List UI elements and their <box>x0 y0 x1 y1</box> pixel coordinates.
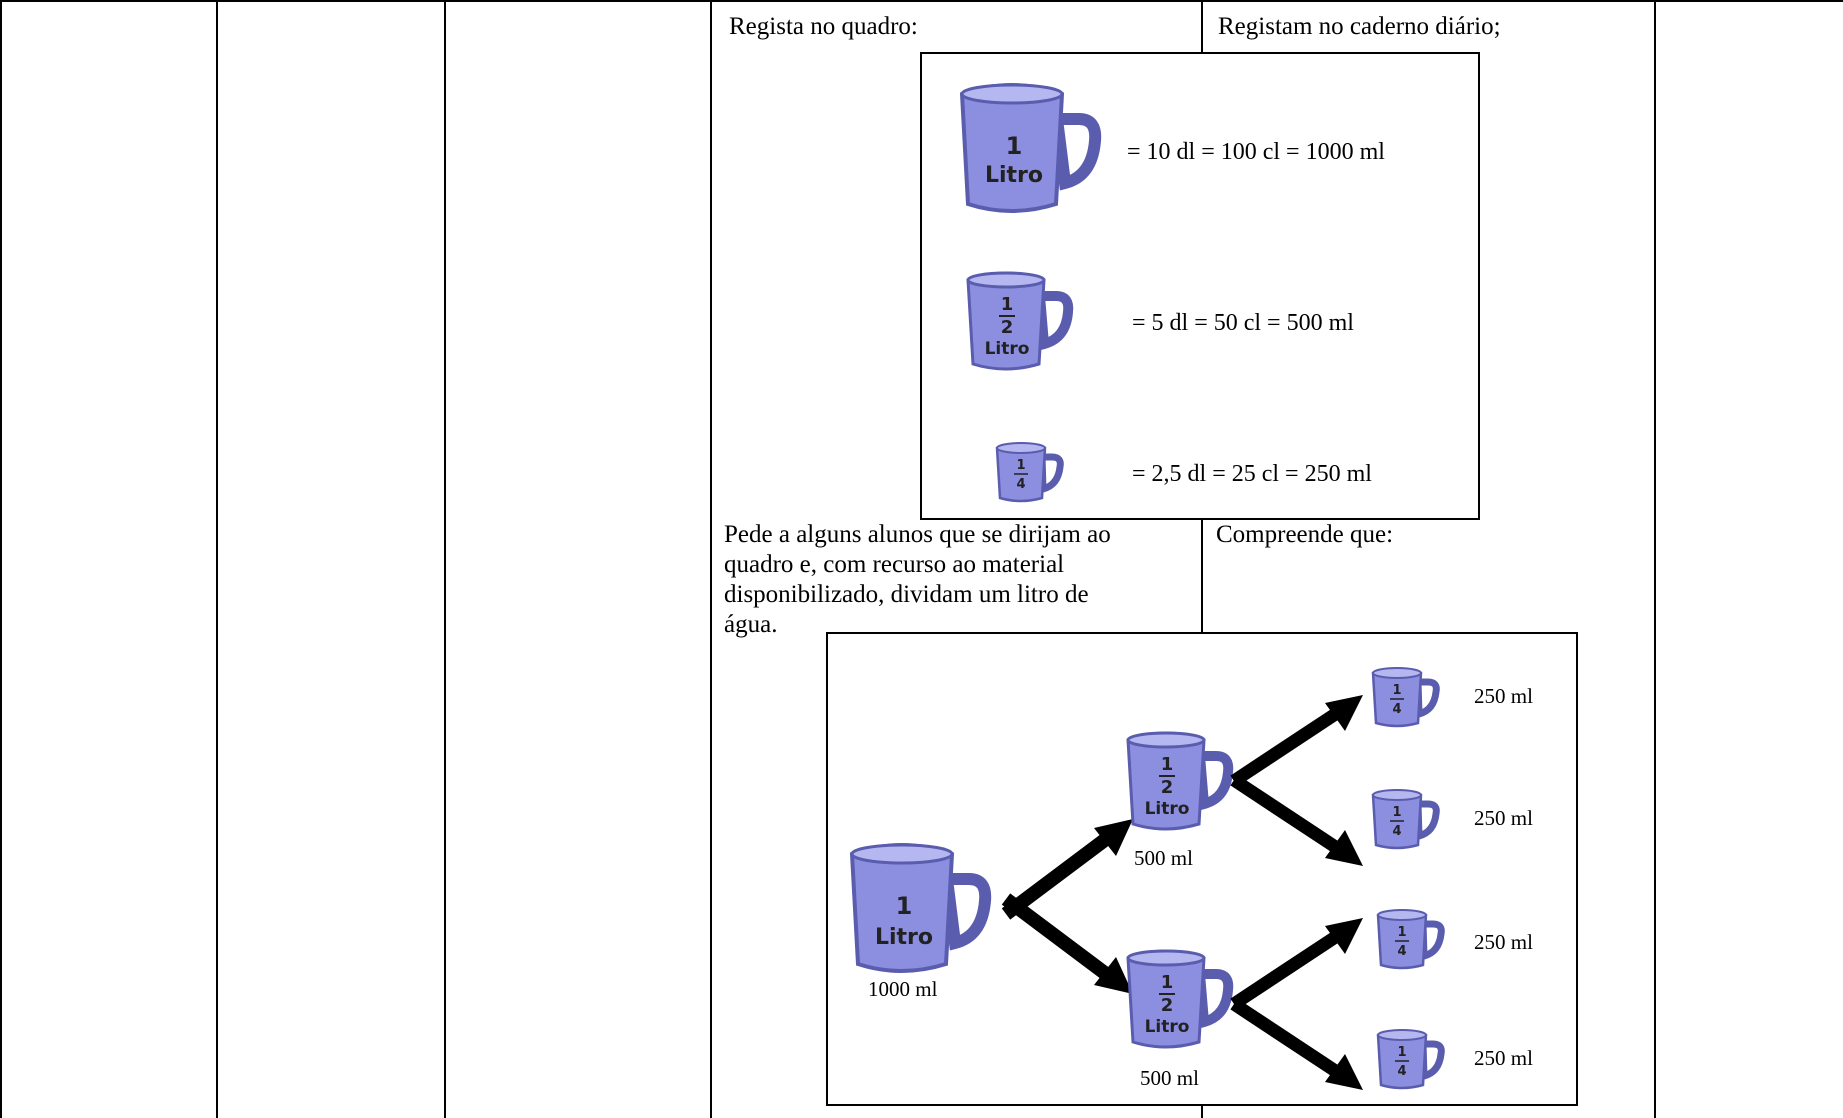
root-jug-1-litro-icon: 1 Litro <box>849 843 992 973</box>
root-jug-unit: Litro <box>875 925 933 950</box>
q1-den: 4 <box>1392 702 1401 717</box>
quarter-jug-3-icon: 1 4 <box>1376 909 1445 970</box>
bottom-half-unit: Litro <box>1145 1017 1190 1037</box>
equivalence-1-litro: = 10 dl = 100 cl = 1000 ml <box>1127 139 1385 165</box>
arrow-top-to-q2-icon <box>1230 774 1363 866</box>
equivalence-figure: 1 Litro = 10 dl = 100 cl = 1000 ml 1 2 L… <box>920 52 1480 520</box>
table-col-divider-4b <box>1201 520 1203 632</box>
q4-num: 1 <box>1397 1045 1406 1060</box>
q4-den: 4 <box>1397 1064 1406 1079</box>
q1-num: 1 <box>1392 683 1401 698</box>
jug-1-unit: Litro <box>985 163 1043 188</box>
arrow-root-to-bottom-icon <box>1001 893 1133 994</box>
quarter-label-1: 250 ml <box>1474 684 1533 708</box>
teacher-action-2-line-4: água. <box>724 611 778 638</box>
equivalence-quarter-litro: = 2,5 dl = 25 cl = 250 ml <box>1132 461 1372 487</box>
teacher-action-2: Pede a alguns alunos que se dirijam ao q… <box>724 520 1204 640</box>
bottom-half-den: 2 <box>1161 995 1174 1016</box>
top-half-num: 1 <box>1161 754 1174 775</box>
bottom-half-jug-icon: 1 2 Litro <box>1126 949 1234 1049</box>
teacher-action-2-line-3: disponibilizado, dividam um litro de <box>724 581 1089 608</box>
top-half-label: 500 ml <box>1134 846 1193 870</box>
jug-quarter-num: 1 <box>1016 458 1025 473</box>
quarter-jug-4-icon: 1 4 <box>1376 1029 1445 1090</box>
bottom-half-num: 1 <box>1161 972 1174 993</box>
jug-1-litro-icon: 1 Litro <box>959 83 1102 213</box>
table-border-top <box>0 0 1843 2</box>
q2-num: 1 <box>1392 805 1401 820</box>
table-col-divider-4c <box>1201 1104 1203 1118</box>
quarter-label-2: 250 ml <box>1474 806 1533 830</box>
jug-half-litro-icon: 1 2 Litro <box>966 271 1074 371</box>
root-jug-fraction: 1 <box>896 892 913 920</box>
arrow-bottom-to-q3-icon <box>1230 918 1363 1010</box>
arrow-bottom-to-q4-icon <box>1230 998 1363 1090</box>
q3-den: 4 <box>1397 944 1406 959</box>
jug-1-fraction: 1 <box>1006 132 1023 160</box>
top-half-den: 2 <box>1161 777 1174 798</box>
student-action-2: Compreende que: <box>1216 521 1394 548</box>
division-tree-figure: 1 Litro 1000 ml 1 2 Litro 500 ml 1 2 Lit… <box>826 632 1578 1106</box>
top-half-unit: Litro <box>1145 799 1190 819</box>
table-col-divider-2 <box>444 0 446 1118</box>
student-action-1: Registam no caderno diário; <box>1218 13 1501 40</box>
q3-num: 1 <box>1397 925 1406 940</box>
table-col-divider-5 <box>1654 0 1656 1118</box>
table-col-divider-3 <box>710 0 712 1118</box>
teacher-action-2-line-1: Pede a alguns alunos que se dirijam ao <box>724 521 1111 548</box>
arrow-top-to-q1-icon <box>1230 695 1363 787</box>
jug-half-num: 1 <box>1001 294 1014 315</box>
quarter-label-3: 250 ml <box>1474 930 1533 954</box>
table-col-divider-1 <box>216 0 218 1118</box>
jug-quarter-den: 4 <box>1016 477 1025 492</box>
table-col-divider-4 <box>1201 0 1203 55</box>
top-half-jug-icon: 1 2 Litro <box>1126 731 1234 831</box>
jug-half-den: 2 <box>1001 317 1014 338</box>
root-label: 1000 ml <box>868 977 938 1001</box>
teacher-action-1: Regista no quadro: <box>729 13 918 40</box>
jug-quarter-litro-icon: 1 4 <box>995 442 1064 503</box>
arrow-root-to-top-icon <box>1001 819 1133 920</box>
bottom-half-label: 500 ml <box>1140 1066 1199 1090</box>
quarter-jug-2-icon: 1 4 <box>1371 789 1440 850</box>
equivalence-half-litro: = 5 dl = 50 cl = 500 ml <box>1132 310 1354 336</box>
jug-half-unit: Litro <box>985 339 1030 359</box>
teacher-action-2-line-2: quadro e, com recurso ao material <box>724 551 1065 578</box>
q2-den: 4 <box>1392 824 1401 839</box>
quarter-jug-1-icon: 1 4 <box>1371 667 1440 728</box>
quarter-label-4: 250 ml <box>1474 1046 1533 1070</box>
table-border-left <box>0 0 2 1118</box>
